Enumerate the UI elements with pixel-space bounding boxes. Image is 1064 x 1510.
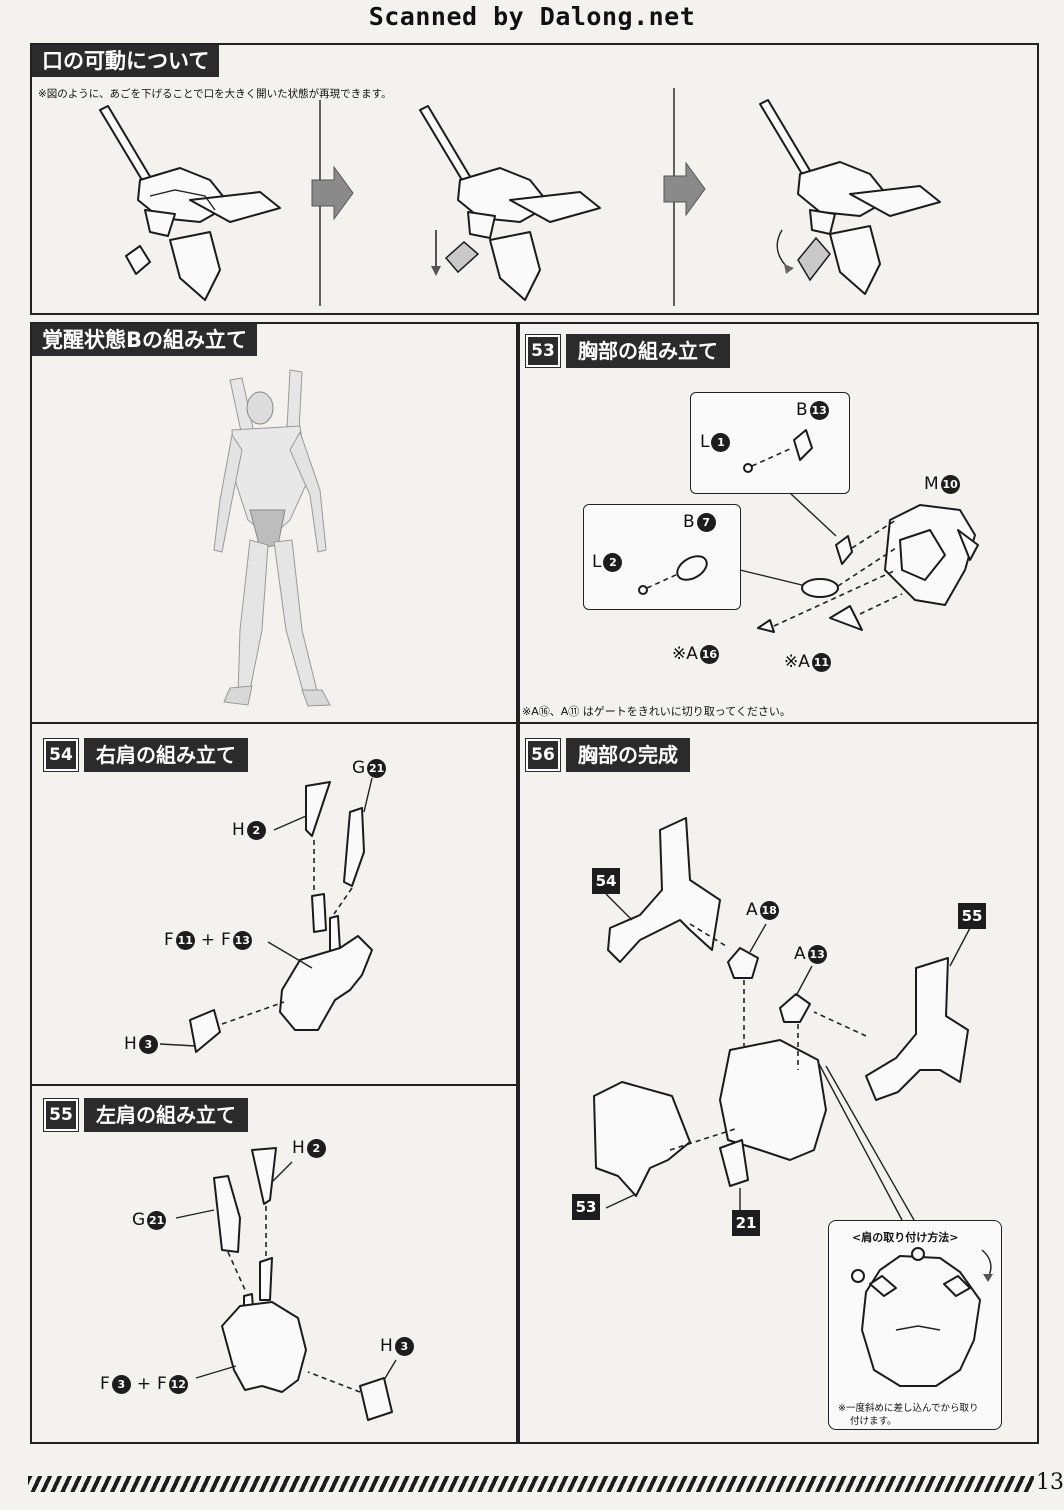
footer-stripes <box>28 1476 1034 1492</box>
step53-header: 53 胸部の組み立て <box>525 334 730 368</box>
inset-note-line1: ※一度斜めに差し込んでから取り <box>838 1403 979 1414</box>
step53-note: ※A⑯、A⑪ はゲートをきれいに切り取ってください。 <box>522 705 791 718</box>
page-number: 13 <box>1036 1470 1064 1495</box>
step-number: 56 <box>525 738 561 772</box>
inset-title: <肩の取り付け方法> <box>852 1231 959 1244</box>
head-closed-illustration <box>99 105 281 301</box>
step-ref-55: 55 <box>958 903 986 929</box>
step-ref-54: 54 <box>592 868 620 894</box>
step-number: 55 <box>43 1098 79 1132</box>
mouth-section-title: 口の可動について <box>32 45 220 77</box>
scan-credit: Scanned by Dalong.net <box>368 2 696 31</box>
step-ref-21: 21 <box>732 1210 760 1236</box>
step54-header: 54 右肩の組み立て <box>43 738 248 772</box>
step54-diagram <box>159 777 373 1053</box>
step-title: 右肩の組み立て <box>84 738 248 772</box>
step-title: 胸部の完成 <box>566 738 690 772</box>
eva-figure-illustration <box>213 369 331 707</box>
inset-illustration <box>851 1247 993 1387</box>
step56-header: 56 胸部の完成 <box>525 738 690 772</box>
mouth-section-frame <box>30 43 1039 315</box>
awaken-section-title: 覚醒状態Bの組み立て <box>32 324 258 356</box>
step56-diagram <box>593 817 971 1221</box>
step55-frame <box>30 1084 520 1444</box>
head-jaw-lowered-illustration <box>419 105 601 301</box>
step-title: 左肩の組み立て <box>84 1098 248 1132</box>
step55-header: 55 左肩の組み立て <box>43 1098 248 1132</box>
step55-diagram <box>175 1147 397 1421</box>
step56-frame <box>516 722 1039 1444</box>
step-number: 53 <box>525 334 561 368</box>
mouth-illustrations <box>99 88 941 306</box>
next-arrow-icon <box>663 161 706 217</box>
mouth-note: ※図のように、あごを下げることで口を大きく開いた状態が再現できます。 <box>38 88 392 100</box>
next-arrow-icon <box>311 165 354 221</box>
step-title: 胸部の組み立て <box>566 334 730 368</box>
inset-note-line2: 付けます。 <box>850 1416 897 1427</box>
step-number: 54 <box>43 738 79 772</box>
head-mouth-open-illustration <box>759 99 941 295</box>
step-ref-53: 53 <box>572 1194 600 1220</box>
step53-diagram <box>638 429 979 633</box>
